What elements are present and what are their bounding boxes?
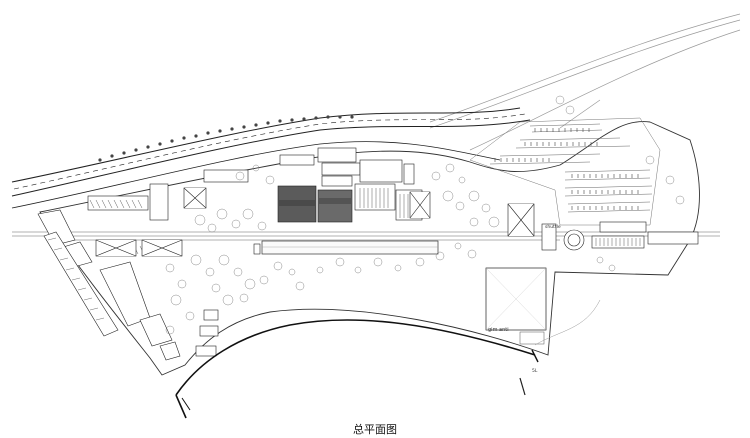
- main-hall-b: [317, 189, 353, 223]
- label-5l: 5L: [532, 368, 538, 374]
- roadside-trees: [98, 115, 354, 162]
- central-long-building: [261, 240, 439, 255]
- vegetation: [165, 95, 685, 335]
- south-edge: [175, 299, 601, 419]
- drawing-caption: 总平面图: [353, 423, 397, 436]
- main-road: [11, 107, 531, 209]
- building-cluster: [87, 147, 423, 221]
- hipped-roof-pavilions: [95, 187, 535, 257]
- east-structures: [541, 221, 699, 251]
- pier: [519, 377, 526, 396]
- label-shuttle: shuttle: [545, 224, 561, 230]
- south-plaza: [485, 267, 547, 345]
- south-small-buildings: [195, 243, 261, 357]
- rail-lines: [429, 13, 741, 151]
- parking-lot: [469, 117, 661, 226]
- label-gim-anti: gim anti: [488, 327, 509, 333]
- southwest-buildings: [37, 209, 181, 361]
